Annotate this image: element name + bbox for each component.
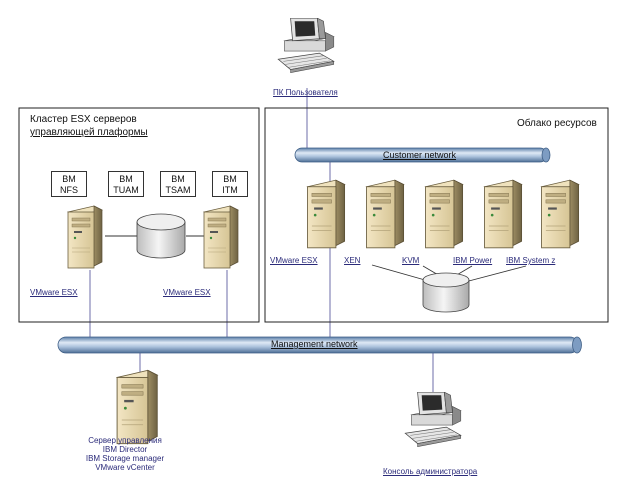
module-bm-tuam-line1: BM — [119, 174, 133, 184]
esx-left-server-icon — [67, 205, 103, 269]
module-bm-itm-line2: ITM — [222, 185, 238, 195]
management-server-icon — [116, 369, 158, 445]
module-bm-nfs-line1: BM — [62, 174, 76, 184]
esx-cluster-box — [18, 107, 260, 323]
cloud-title: Облако ресурсов — [517, 118, 597, 129]
user-pc-label: ПК Пользователя — [273, 88, 338, 97]
user-pc-icon — [277, 18, 335, 74]
management-network-pipe — [57, 336, 582, 354]
cloud-label-xen: XEN — [344, 256, 361, 265]
module-bm-tsam: BM TSAM — [160, 171, 196, 197]
customer-network-label: Customer network — [383, 150, 457, 160]
esx-right-server-icon — [203, 205, 239, 269]
module-bm-tuam-line2: TUAM — [113, 185, 139, 195]
management-network-label: Management network — [271, 339, 358, 349]
resource-cloud-box — [264, 107, 609, 323]
cloud-storage-icon — [422, 272, 470, 313]
cloud-server-systemz-icon — [540, 179, 580, 249]
admin-console-label: Консоль администратора — [383, 467, 478, 476]
esx-right-label: VMware ESX — [163, 288, 211, 297]
module-bm-tsam-line1: BM — [171, 174, 185, 184]
cluster-storage-icon — [136, 213, 186, 259]
management-server-label: Сервер управления IBM Director IBM Stora… — [60, 436, 190, 472]
cloud-server-vmware-icon — [306, 179, 346, 249]
cloud-label-vmware: VMware ESX — [270, 256, 318, 265]
module-bm-nfs-line2: NFS — [60, 185, 78, 195]
module-bm-itm-line1: BM — [223, 174, 237, 184]
cloud-label-ibmpower: IBM Power — [453, 256, 493, 265]
cluster-title-line1: Кластер ESX серверов — [30, 114, 137, 125]
management-server-line4: VMware vCenter — [95, 463, 155, 472]
module-bm-nfs: BM NFS — [51, 171, 87, 197]
customer-network-pipe — [294, 147, 551, 163]
cloud-label-kvm: KVM — [402, 256, 420, 265]
cloud-server-kvm-icon — [424, 179, 464, 249]
cloud-server-ibmpower-icon — [483, 179, 523, 249]
cloud-server-xen-icon — [365, 179, 405, 249]
esx-left-label: VMware ESX — [30, 288, 78, 297]
admin-console-pc-icon — [404, 392, 462, 448]
management-server-line3: IBM Storage manager — [85, 454, 165, 463]
module-bm-itm: BM ITM — [212, 171, 248, 197]
management-server-line2: IBM Director — [102, 445, 148, 454]
management-server-line1: Сервер управления — [88, 436, 162, 445]
cluster-title-line2: управляющей плаформы — [30, 127, 148, 138]
cloud-label-systemz: IBM System z — [506, 256, 556, 265]
module-bm-tuam: BM TUAM — [108, 171, 144, 197]
module-bm-tsam-line2: TSAM — [165, 185, 191, 195]
